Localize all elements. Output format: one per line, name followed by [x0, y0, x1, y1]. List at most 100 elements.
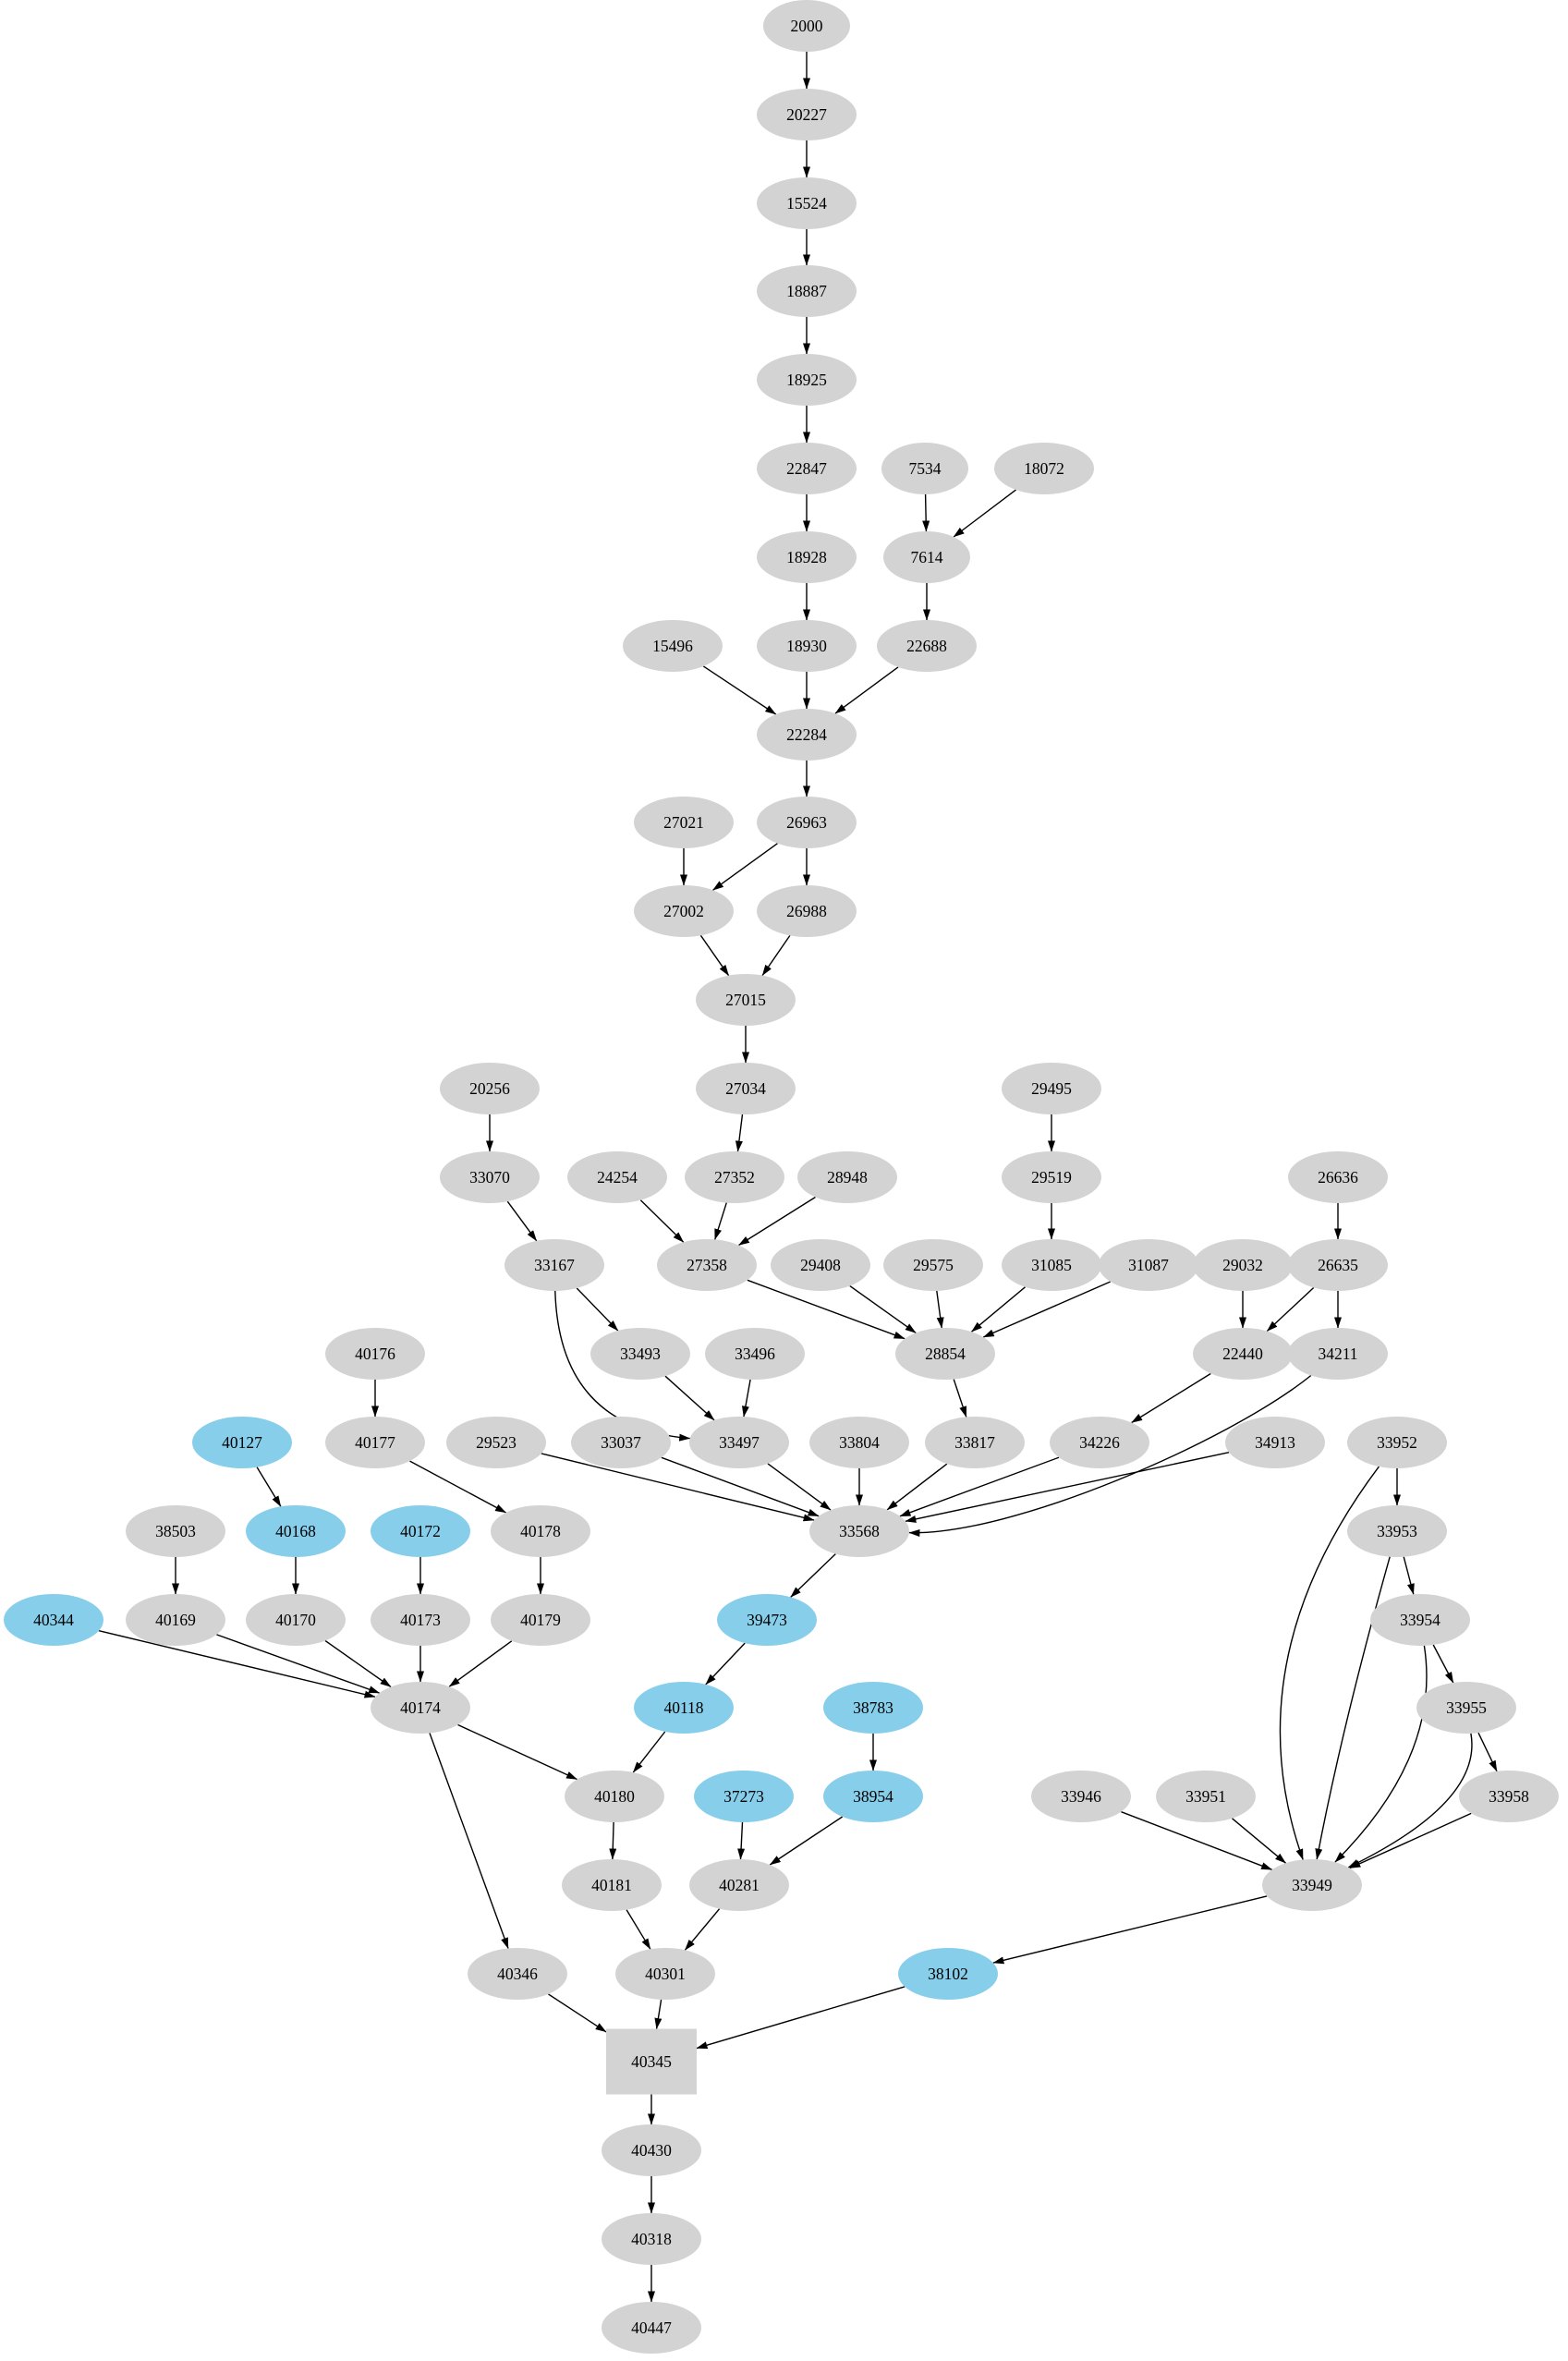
node-ellipse-shape — [877, 620, 977, 672]
graph-node-33955: 33955 — [1416, 1682, 1516, 1734]
edge-18072-7614 — [953, 489, 1016, 538]
edge-37273-40281 — [737, 1821, 746, 1860]
node-ellipse-shape — [623, 620, 723, 672]
edge-33955-33949 — [1347, 1733, 1473, 1868]
graph-node-33952: 33952 — [1347, 1417, 1447, 1468]
node-label-20227: 20227 — [786, 105, 827, 124]
edge-40344-40174 — [98, 1630, 376, 1698]
node-ellipse-shape — [757, 354, 857, 406]
graph-node-40181: 40181 — [562, 1859, 662, 1911]
edge-40301-40345 — [654, 1999, 662, 2029]
node-label-29575: 29575 — [913, 1256, 954, 1274]
node-label-40318: 40318 — [631, 2230, 672, 2248]
graph-node-27015: 27015 — [696, 974, 796, 1026]
node-label-34211: 34211 — [1318, 1345, 1357, 1363]
edge-33817-33568 — [886, 1463, 948, 1511]
node-ellipse-shape — [440, 1063, 540, 1114]
graph-node-27352: 27352 — [685, 1151, 784, 1203]
edge-34226-33568 — [899, 1456, 1060, 1517]
node-ellipse-shape — [696, 974, 796, 1026]
graph-node-33958: 33958 — [1459, 1771, 1559, 1822]
node-label-33568: 33568 — [839, 1522, 880, 1540]
graph-node-40169: 40169 — [126, 1594, 225, 1646]
node-ellipse-shape — [440, 1151, 540, 1203]
edge-24254-27358 — [639, 1199, 685, 1243]
node-ellipse-shape — [757, 531, 857, 583]
node-label-40430: 40430 — [631, 2141, 672, 2160]
graph-node-27034: 27034 — [696, 1063, 796, 1114]
node-ellipse-shape — [325, 1417, 425, 1468]
node-ellipse-shape — [883, 531, 970, 583]
node-ellipse-shape — [809, 1417, 909, 1468]
graph-node-40170: 40170 — [246, 1594, 346, 1646]
node-label-40169: 40169 — [155, 1611, 196, 1629]
node-ellipse-shape — [883, 1239, 983, 1291]
edge-38954-40281 — [769, 1816, 844, 1866]
node-ellipse-shape — [1031, 1771, 1131, 1822]
edge-33949-38102 — [992, 1895, 1268, 1965]
node-ellipse-shape — [1099, 1239, 1198, 1291]
node-ellipse-shape — [4, 1594, 103, 1646]
edge-33955-33958 — [1477, 1732, 1498, 1772]
node-label-40177: 40177 — [355, 1433, 395, 1452]
node-ellipse-shape — [757, 709, 857, 761]
node-label-18072: 18072 — [1024, 459, 1064, 478]
graph-node-34211: 34211 — [1288, 1328, 1388, 1380]
edge-33953-33949 — [1315, 1556, 1391, 1860]
node-label-40447: 40447 — [631, 2318, 672, 2337]
node-ellipse-shape — [1002, 1063, 1101, 1114]
node-ellipse-shape — [757, 443, 857, 494]
node-ellipse-shape — [1193, 1239, 1293, 1291]
node-label-34913: 34913 — [1255, 1433, 1295, 1452]
edge-27002-27015 — [699, 934, 730, 977]
node-label-40344: 40344 — [33, 1611, 74, 1629]
node-label-33804: 33804 — [839, 1433, 880, 1452]
node-label-2000: 2000 — [791, 17, 823, 35]
node-label-27021: 27021 — [663, 813, 704, 832]
graph-node-27002: 27002 — [634, 885, 734, 937]
node-ellipse-shape — [565, 1771, 664, 1822]
graph-node-33070: 33070 — [440, 1151, 540, 1203]
edge-40170-40174 — [324, 1639, 392, 1688]
node-label-33070: 33070 — [469, 1168, 510, 1187]
edge-34913-33568 — [905, 1452, 1230, 1523]
edge-40177-40178 — [409, 1460, 506, 1514]
graph-node-40345: 40345 — [606, 2028, 697, 2095]
node-ellipse-shape — [1459, 1771, 1559, 1822]
node-ellipse-shape — [1193, 1328, 1293, 1380]
edge-29523-33568 — [541, 1453, 815, 1522]
graph-node-29575: 29575 — [883, 1239, 983, 1291]
node-ellipse-shape — [634, 885, 734, 937]
graph-node-28948: 28948 — [797, 1151, 897, 1203]
node-label-7534: 7534 — [909, 459, 942, 478]
node-ellipse-shape — [491, 1594, 590, 1646]
graph-node-40172: 40172 — [371, 1505, 470, 1557]
edge-40174-40180 — [457, 1723, 577, 1781]
node-ellipse-shape — [809, 1505, 909, 1557]
node-label-22440: 22440 — [1222, 1345, 1263, 1363]
node-ellipse-shape — [1347, 1505, 1447, 1557]
graph-node-20256: 20256 — [440, 1063, 540, 1114]
edge-29408-28854 — [849, 1285, 917, 1333]
edge-22688-22284 — [834, 666, 899, 714]
graph-node-40344: 40344 — [4, 1594, 103, 1646]
graph-node-40176: 40176 — [325, 1328, 425, 1380]
node-label-28854: 28854 — [925, 1345, 966, 1363]
graph-node-28854: 28854 — [895, 1328, 995, 1380]
edge-28948-27358 — [738, 1196, 816, 1247]
graph-node-40430: 40430 — [602, 2124, 701, 2176]
node-label-26636: 26636 — [1318, 1168, 1358, 1187]
node-ellipse-shape — [590, 1328, 690, 1380]
graph-node-26636: 26636 — [1288, 1151, 1388, 1203]
graph-node-33497: 33497 — [689, 1417, 789, 1468]
edge-33954-33949 — [1334, 1645, 1428, 1863]
edge-33958-33949 — [1349, 1812, 1472, 1869]
graph-node-40174: 40174 — [371, 1682, 470, 1734]
graph-node-40168: 40168 — [246, 1505, 346, 1557]
edge-40180-40181 — [609, 1821, 617, 1860]
graph-node-40177: 40177 — [325, 1417, 425, 1468]
edge-22440-34226 — [1131, 1372, 1211, 1424]
edge-33953-33954 — [1403, 1556, 1415, 1595]
edge-40118-40180 — [632, 1731, 666, 1773]
graph-node-40178: 40178 — [491, 1505, 590, 1557]
